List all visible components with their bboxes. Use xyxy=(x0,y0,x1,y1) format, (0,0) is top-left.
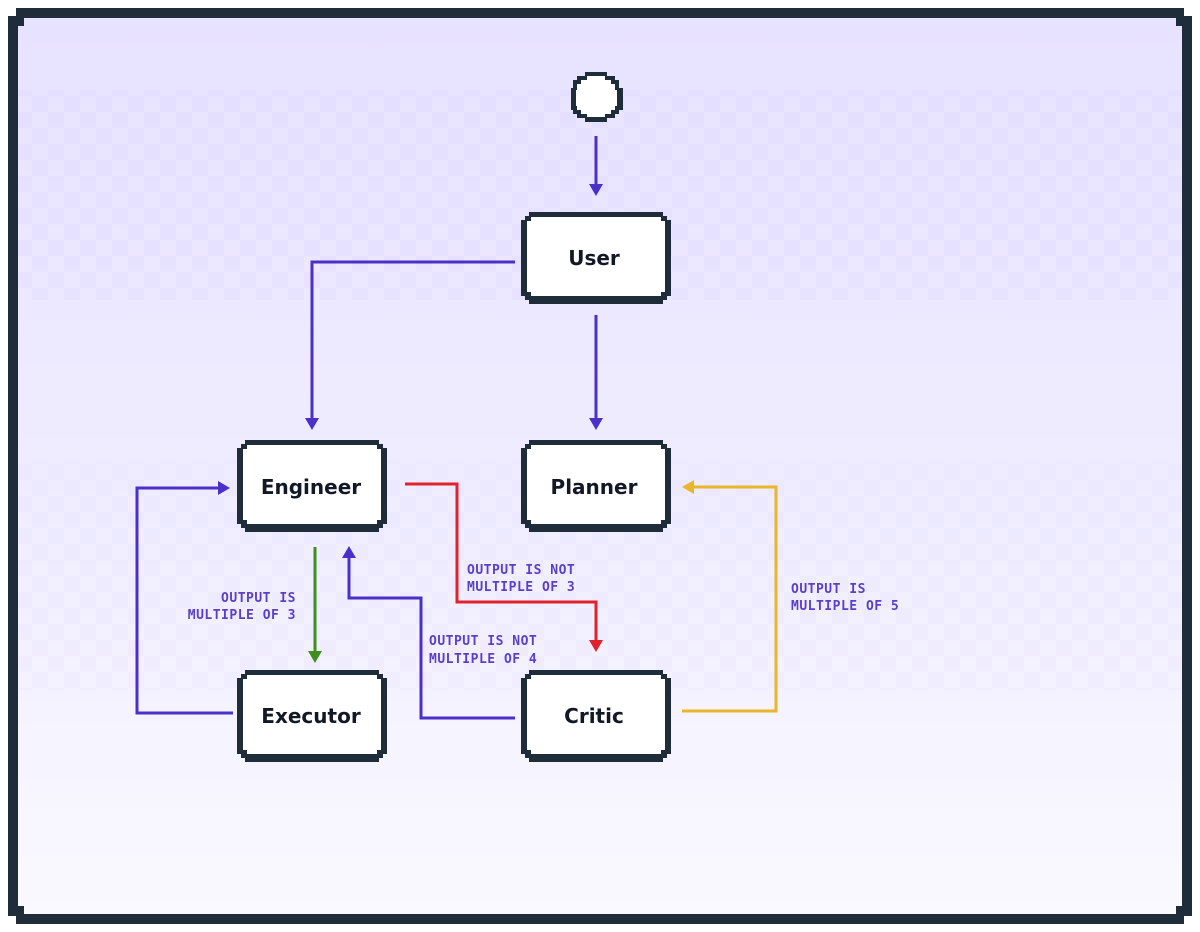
edge-label-critic-to-planner: OUTPUT IS MULTIPLE OF 5 xyxy=(791,582,899,614)
edge-critic-to-planner xyxy=(682,480,778,713)
edge-label-critic-to-engineer: OUTPUT IS NOT MULTIPLE OF 4 xyxy=(429,634,537,667)
node-label-planner: Planner xyxy=(551,475,638,499)
edges xyxy=(135,136,778,720)
node-label-user: User xyxy=(568,246,620,270)
edge-label-engineer-to-executor: OUTPUT IS MULTIPLE OF 3 xyxy=(188,591,296,623)
arrowhead-down-icon xyxy=(589,184,603,196)
arrowhead-up-icon xyxy=(342,546,356,558)
node-planner[interactable]: Planner xyxy=(521,440,671,532)
arrowhead-down-icon xyxy=(589,418,603,430)
edge-engineer-to-critic xyxy=(405,482,603,652)
arrowhead-right-icon xyxy=(218,481,230,495)
edge-label-line: MULTIPLE OF 3 xyxy=(467,580,575,595)
edge-user-to-engineer xyxy=(305,260,515,430)
edge-label-engineer-to-critic: OUTPUT IS NOT MULTIPLE OF 3 xyxy=(467,563,575,595)
edge-label-line: OUTPUT IS xyxy=(221,591,296,606)
edge-engineer-to-executor xyxy=(308,547,322,663)
edge-user-to-planner xyxy=(589,315,603,430)
node-label-engineer: Engineer xyxy=(261,475,361,499)
arrowhead-down-icon xyxy=(305,418,319,430)
node-label-critic: Critic xyxy=(564,704,624,728)
edge-label-line: MULTIPLE OF 5 xyxy=(791,599,899,614)
node-executor[interactable]: Executor xyxy=(237,670,387,762)
edge-label-line: OUTPUT IS NOT xyxy=(429,634,537,649)
node-critic[interactable]: Critic xyxy=(521,670,671,762)
node-user[interactable]: User xyxy=(521,212,671,304)
arrowhead-left-icon xyxy=(682,480,694,494)
edge-start-to-user xyxy=(589,136,603,196)
arrowhead-down-icon xyxy=(308,651,322,663)
edge-label-line: OUTPUT IS NOT xyxy=(467,563,575,578)
node-engineer[interactable]: Engineer xyxy=(237,440,387,532)
edge-label-line: MULTIPLE OF 4 xyxy=(429,652,537,667)
arrowhead-down-icon xyxy=(589,640,603,652)
edge-critic-to-engineer xyxy=(342,546,515,720)
node-label-executor: Executor xyxy=(261,704,361,728)
edge-executor-to-engineer xyxy=(135,481,233,715)
edge-label-line: OUTPUT IS xyxy=(791,582,866,597)
edge-label-line: MULTIPLE OF 3 xyxy=(188,608,296,623)
start-node xyxy=(571,72,623,122)
